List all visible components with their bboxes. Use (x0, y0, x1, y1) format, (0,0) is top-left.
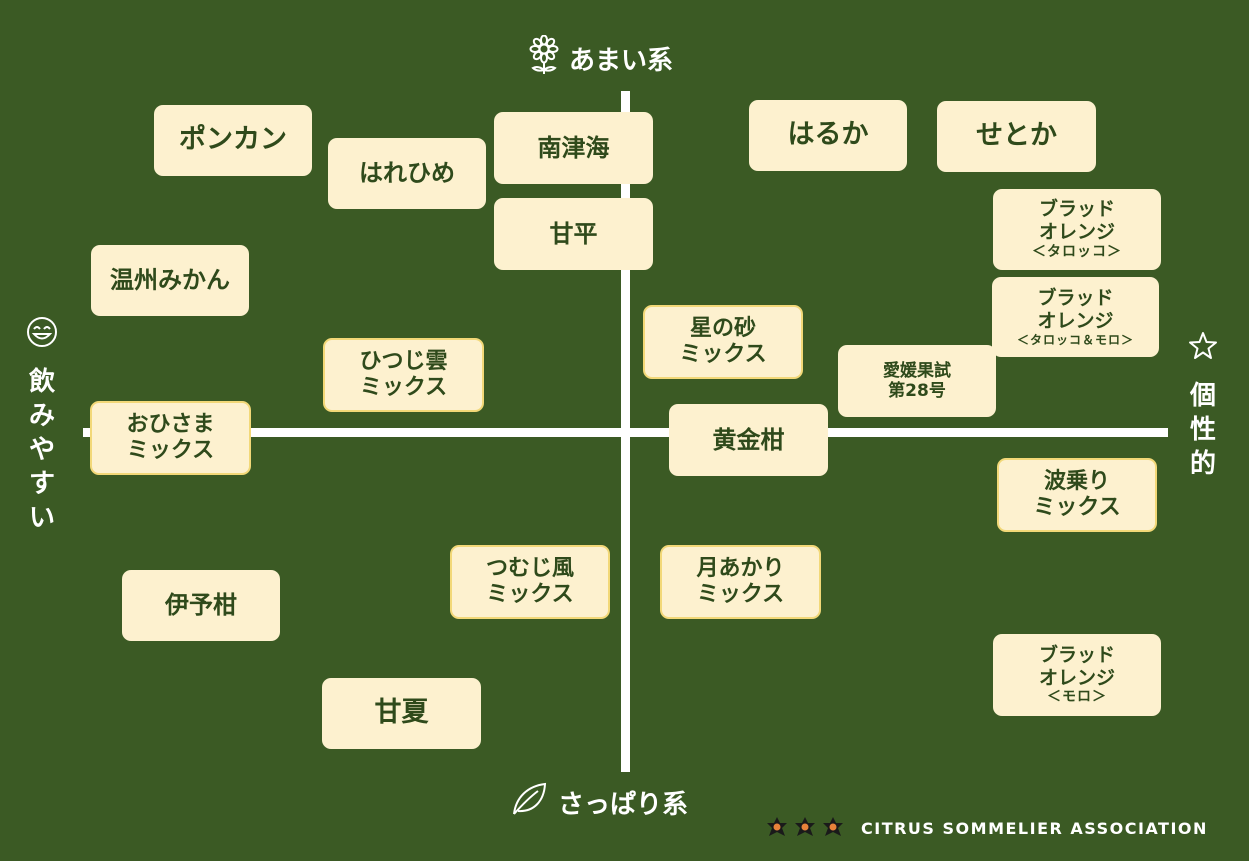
variety-card-harehime: はれひめ (328, 138, 486, 209)
variety-card-tsukiakari-mix: 月あかり ミックス (660, 545, 821, 619)
axis-label-sweet: あまい系 (527, 34, 674, 78)
variety-card-ponkan: ポンカン (154, 105, 312, 176)
axis-label-char: や (28, 435, 55, 465)
axis-label-char: い (28, 503, 55, 533)
variety-card-ogonkan: 黄金柑 (669, 404, 828, 476)
association-name: CITRUS SOMMELIER ASSOCIATION (861, 818, 1208, 838)
leaf-icon (510, 781, 548, 824)
variety-card-hoshinosuna-mix: 星の砂 ミックス (643, 305, 803, 379)
variety-card-blood-orange-moro: ブラッド オレンジ＜モロ＞ (993, 634, 1161, 716)
variety-card-blood-orange-tarocco: ブラッド オレンジ＜タロッコ＞ (993, 189, 1161, 270)
citrus-flower-icon (765, 816, 847, 840)
footer-association: CITRUS SOMMELIER ASSOCIATION (765, 815, 1208, 841)
variety-card-nantsukai: 南津海 (494, 112, 653, 184)
horizontal-axis (83, 428, 1168, 437)
variety-card-ohisama-mix: おひさま ミックス (90, 401, 251, 475)
axis-label-text: 飲みやすい (29, 365, 55, 535)
variety-card-kanpei: 甘平 (494, 198, 653, 270)
axis-label-char: 飲 (28, 367, 55, 397)
axis-label-char: す (28, 469, 55, 499)
variety-card-amanatsu: 甘夏 (322, 678, 481, 749)
variety-card-unshu-mikan: 温州みかん (91, 245, 249, 316)
axis-label-char: 性 (1189, 415, 1216, 445)
variety-card-haruka: はるか (749, 100, 907, 171)
axis-label-char: 的 (1189, 449, 1216, 479)
flower-icon (527, 34, 561, 82)
variety-card-setoka: せとか (937, 101, 1096, 172)
axis-label-refreshing: さっぱり系 (510, 782, 688, 822)
variety-card-blood-orange-tarocco-moro: ブラッド オレンジ＜タロッコ＆モロ＞ (992, 277, 1159, 357)
variety-card-hitsujigumo-mix: ひつじ雲 ミックス (323, 338, 484, 412)
axis-label-easy: 飲みやすい (22, 316, 62, 535)
variety-card-iyokan: 伊予柑 (122, 570, 280, 641)
axis-label-unique: 個性的 (1183, 330, 1223, 481)
axis-label-text: あまい系 (569, 45, 674, 76)
smiley-icon (26, 316, 58, 355)
variety-card-naminori-mix: 波乗り ミックス (997, 458, 1157, 532)
axis-label-text: さっぱり系 (558, 789, 689, 820)
variety-card-ehime-kashi-28: 愛媛果試 第28号 (838, 345, 996, 417)
variety-card-tsumujikaze-mix: つむじ風 ミックス (450, 545, 610, 619)
star-icon (1187, 330, 1219, 369)
axis-label-text: 個性的 (1190, 379, 1216, 481)
axis-label-char: み (28, 401, 55, 431)
axis-label-char: 個 (1189, 381, 1216, 411)
